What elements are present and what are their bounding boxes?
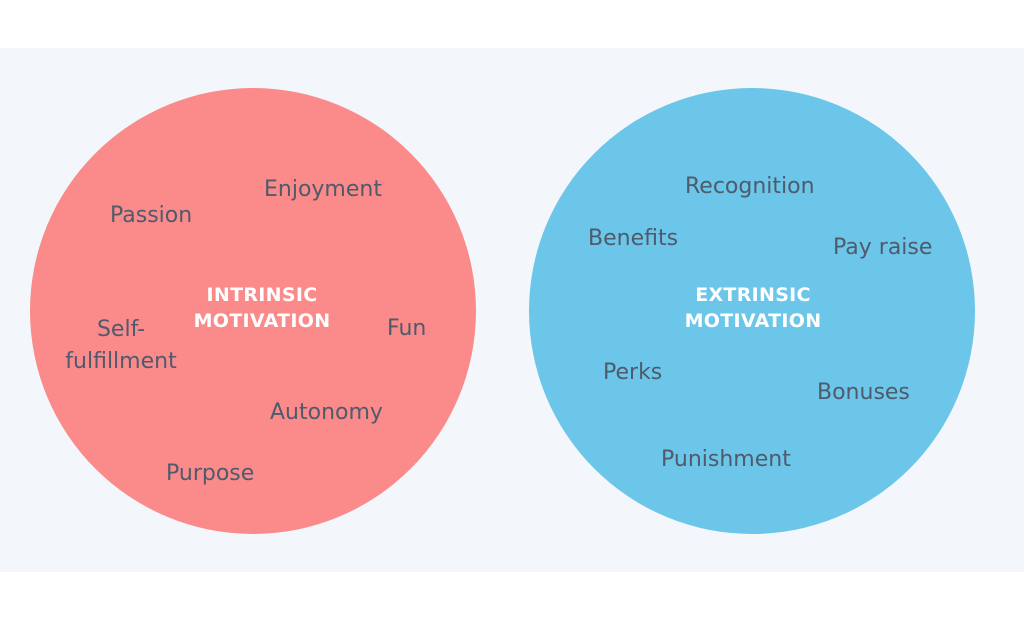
- word-self-fulfillment-line2: fulfillment: [65, 349, 177, 374]
- extrinsic-title-line2: MOTIVATION: [684, 310, 822, 332]
- intrinsic-title: INTRINSIC MOTIVATION: [186, 282, 338, 334]
- word-self-fulfillment: Self- fulfillment: [60, 314, 182, 378]
- word-enjoyment: Enjoyment: [264, 177, 382, 202]
- word-pay-raise: Pay raise: [833, 235, 933, 260]
- word-recognition: Recognition: [685, 174, 815, 199]
- word-purpose: Purpose: [166, 461, 255, 486]
- intrinsic-motivation-circle: [30, 88, 476, 534]
- word-fun: Fun: [387, 316, 427, 341]
- intrinsic-title-line2: MOTIVATION: [193, 310, 331, 332]
- word-passion: Passion: [110, 203, 193, 228]
- word-benefits: Benefits: [588, 226, 679, 251]
- word-perks: Perks: [603, 360, 663, 385]
- word-bonuses: Bonuses: [817, 380, 910, 405]
- word-autonomy: Autonomy: [270, 400, 383, 425]
- intrinsic-title-line1: INTRINSIC: [206, 284, 318, 306]
- extrinsic-title-line1: EXTRINSIC: [695, 284, 811, 306]
- word-punishment: Punishment: [661, 447, 791, 472]
- extrinsic-motivation-circle: [529, 88, 975, 534]
- extrinsic-title: EXTRINSIC MOTIVATION: [677, 282, 829, 334]
- word-self-fulfillment-line1: Self-: [96, 317, 146, 342]
